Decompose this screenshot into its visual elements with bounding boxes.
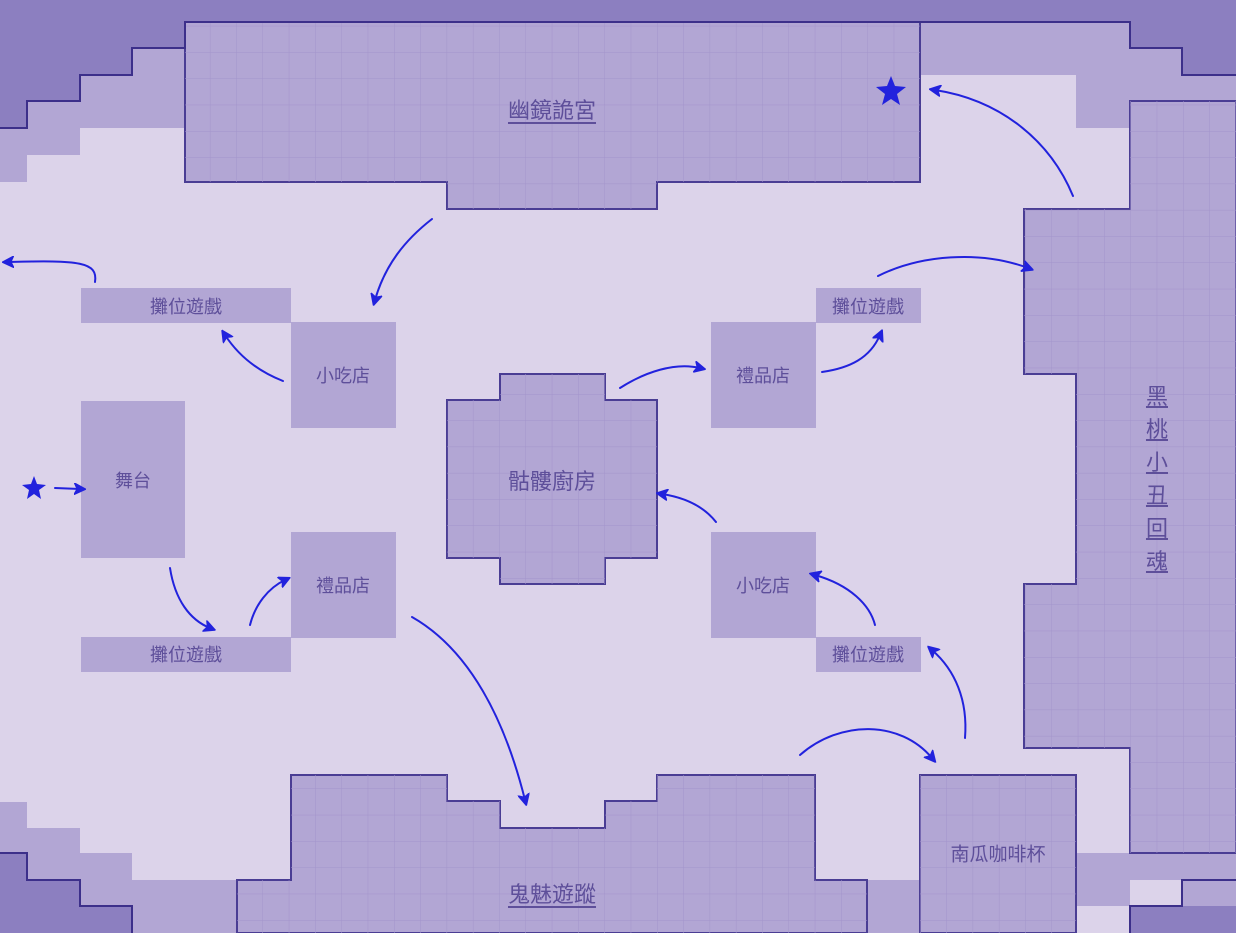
mirror-palace-label: 幽鏡詭宮 (507, 99, 597, 124)
stall-game-top-left (81, 288, 291, 323)
route-arrow (411, 616, 525, 800)
route-arrow (8, 261, 97, 283)
route-arrow (662, 494, 717, 523)
route-arrow (821, 335, 880, 373)
stall-snack-left-label: 小吃店 (316, 366, 370, 387)
start-star-icon (22, 476, 46, 499)
stall-game-bottom-right-label: 攤位遊戲 (832, 645, 904, 666)
stage-building (81, 401, 185, 558)
stall-game-top-right (816, 288, 921, 323)
route-arrow (619, 366, 700, 389)
route-arrow (815, 575, 876, 626)
stall-gift-right (711, 322, 816, 428)
route-arrow (932, 650, 967, 739)
route-arrow (225, 335, 284, 382)
stall-game-bottom-left (81, 637, 291, 672)
stall-game-bottom-right (816, 637, 921, 672)
stall-gift-left-label: 禮品店 (316, 576, 370, 597)
route-arrow (877, 256, 1028, 277)
stage-label: 舞台 (115, 471, 151, 492)
building-grid (185, 22, 1236, 933)
stall-game-bottom-left-label: 攤位遊戲 (150, 645, 222, 666)
stall-snack-left (291, 322, 396, 428)
skull-kitchen-label: 骷髏廚房 (507, 470, 597, 495)
stall-game-top-left-label: 攤位遊戲 (150, 297, 222, 318)
stall-snack-right-label: 小吃店 (736, 576, 790, 597)
stall-snack-right (711, 532, 816, 638)
route-arrow (54, 488, 80, 489)
route-arrow (799, 728, 932, 758)
stall-gift-left (291, 532, 396, 638)
route-arrow (935, 90, 1074, 197)
ghost-tour-label: 鬼魅遊蹤 (507, 883, 597, 908)
clown-return-label: 黑桃小丑回魂 (1145, 385, 1168, 575)
star-markers (22, 76, 906, 499)
boundary-outline (0, 21, 1236, 933)
route-arrow (169, 567, 210, 628)
end-star-icon (876, 76, 906, 105)
stalls (81, 288, 921, 672)
stall-gift-right-label: 禮品店 (736, 366, 790, 387)
route-arrow (249, 580, 285, 626)
tour-route (8, 90, 1074, 800)
route-arrow (375, 218, 433, 300)
pumpkin-cups-label: 南瓜咖啡杯 (950, 843, 1046, 866)
stall-game-top-right-label: 攤位遊戲 (832, 297, 904, 318)
